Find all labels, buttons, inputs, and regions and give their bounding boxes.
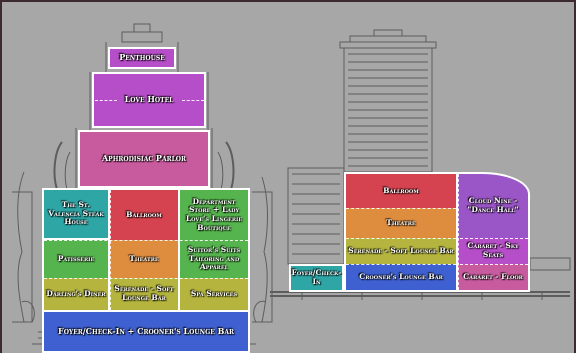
room-label: Love Hotel xyxy=(124,94,174,105)
room-theatre-left[interactable]: Theatre xyxy=(110,240,178,278)
room-crooners-right[interactable]: Crooner's Lounge Bar xyxy=(344,264,458,292)
room-label: Ballroom xyxy=(126,209,162,219)
room-label: Theatre xyxy=(386,217,416,227)
room-cabaret-floor[interactable]: Cabaret - Floor xyxy=(458,264,530,292)
floor-divider xyxy=(44,240,248,241)
floor-divider xyxy=(95,100,117,101)
floor-divider xyxy=(346,264,456,265)
room-darlings-diner[interactable]: Darling's Diner xyxy=(42,278,110,310)
room-department-store[interactable]: Department Store + Lady Love's Lingerie … xyxy=(178,188,250,240)
room-spa-services[interactable]: Spa Services xyxy=(178,278,250,310)
floor-divider xyxy=(346,238,456,239)
room-label: Cabaret - Floor xyxy=(463,271,523,281)
room-foyer-crooners[interactable]: Foyer/Check-In + Crooner's Lounge Bar xyxy=(42,310,250,353)
room-theatre-right[interactable]: Theatre xyxy=(344,208,458,238)
room-ballroom-right[interactable]: Ballroom xyxy=(344,172,458,208)
room-label: Serenade - Soft Lounge Bar xyxy=(348,245,454,255)
room-label: Penthouse xyxy=(119,52,165,63)
floor-divider xyxy=(346,208,456,209)
room-label: Spa Services xyxy=(190,288,238,298)
room-label: Theatre xyxy=(129,253,159,263)
room-label: Serenade - Soft Lounge Bar xyxy=(114,284,174,302)
floor-divider xyxy=(182,100,204,101)
room-label: Ballroom xyxy=(383,185,419,195)
room-label: Department Store + Lady Love's Lingerie … xyxy=(185,196,243,232)
room-label: Cabaret - Sky Seats xyxy=(467,241,519,259)
room-label: Darling's Diner xyxy=(46,288,106,298)
room-divider xyxy=(458,174,459,290)
room-serenade-left[interactable]: Serenade - Soft Lounge Bar xyxy=(110,278,178,310)
room-divider xyxy=(178,190,179,310)
room-cloud-nine[interactable]: Cloud Nine - "Dance Hall" xyxy=(458,172,530,238)
room-divider xyxy=(110,190,111,310)
room-cabaret-sky[interactable]: Cabaret - Sky Seats xyxy=(458,238,530,264)
room-aphrodisiac-parlor[interactable]: Aphrodisiac Parlor xyxy=(78,130,210,188)
room-label: Foyer/Check-In + Crooner's Lounge Bar xyxy=(58,325,234,336)
room-label: The St. Valencia Steak House xyxy=(48,200,104,227)
room-label: Suitor's Suits Tailoring and Apparel xyxy=(187,245,241,272)
floor-divider xyxy=(460,264,528,265)
floor-divider xyxy=(460,238,528,239)
room-label: Aphrodisiac Parlor xyxy=(101,153,187,164)
room-serenade-right[interactable]: Serenade - Soft Lounge Bar xyxy=(344,238,458,264)
room-suitors-suits[interactable]: Suitor's Suits Tailoring and Apparel xyxy=(178,240,250,278)
room-ballroom-left[interactable]: Ballroom xyxy=(110,188,178,240)
room-foyer-right[interactable]: Foyer/Check-In xyxy=(289,264,344,292)
room-label: Foyer/Check-In xyxy=(291,268,342,286)
room-penthouse[interactable]: Penthouse xyxy=(108,47,176,69)
room-label: Cloud Nine - "Dance Hall" xyxy=(467,196,519,214)
room-steak-house[interactable]: The St. Valencia Steak House xyxy=(42,188,110,240)
floor-divider xyxy=(44,278,248,279)
room-patisserie[interactable]: Patisserie xyxy=(42,240,110,278)
room-label: Crooner's Lounge Bar xyxy=(359,271,443,281)
room-label: Patisserie xyxy=(57,253,95,263)
